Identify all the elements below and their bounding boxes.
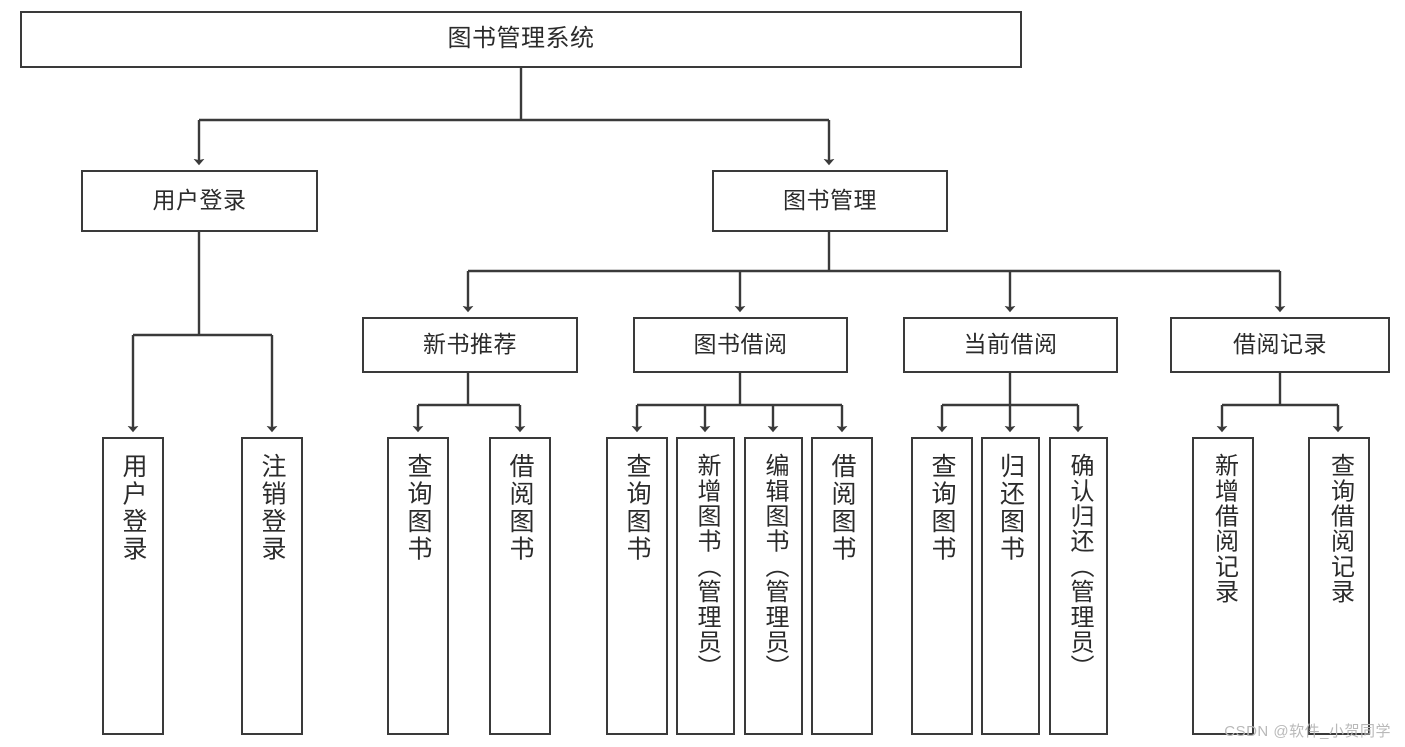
edges-book-mgmt-to-level3: [462, 232, 1286, 313]
node-label: 新书推荐: [423, 331, 517, 358]
node-label: 当前借阅: [963, 331, 1058, 358]
edges-current-borrow-to-leaves: [936, 373, 1084, 433]
node-label: 确认归还（管理员）: [1065, 453, 1093, 680]
leaf-add-borrowing-record[interactable]: 新增借阅记录: [1192, 437, 1254, 735]
leaf-borrow-books-recommendation[interactable]: 借阅图书: [489, 437, 551, 735]
node-label: 查询图书: [928, 453, 956, 563]
node-new-book-recommendation[interactable]: 新书推荐: [362, 317, 578, 373]
leaf-query-borrowing-record[interactable]: 查询借阅记录: [1308, 437, 1370, 735]
node-label: 图书管理系统: [447, 25, 595, 53]
node-label: 查询图书: [623, 453, 651, 563]
leaf-confirm-return-admin[interactable]: 确认归还（管理员）: [1049, 437, 1108, 735]
node-book-borrowing[interactable]: 图书借阅: [633, 317, 848, 373]
node-label: 借阅图书: [828, 453, 856, 563]
leaf-add-book-admin[interactable]: 新增图书（管理员）: [676, 437, 735, 735]
edges-borrow-record-to-leaves: [1216, 373, 1344, 433]
watermark-text: CSDN @软件_小贺同学: [1224, 723, 1391, 740]
node-borrowing-record[interactable]: 借阅记录: [1170, 317, 1390, 373]
edges-user-login-to-leaves: [127, 232, 278, 433]
node-label: 图书管理: [783, 187, 877, 214]
edges-book-borrow-to-leaves: [631, 373, 848, 433]
node-label: 新增图书（管理员）: [692, 453, 720, 680]
node-label: 借阅记录: [1233, 331, 1327, 358]
leaf-user-login[interactable]: 用户登录: [102, 437, 164, 735]
node-label: 查询借阅记录: [1326, 453, 1354, 605]
leaf-logout[interactable]: 注销登录: [241, 437, 303, 735]
node-label: 注销登录: [258, 453, 286, 563]
node-label: 用户登录: [119, 453, 147, 563]
node-label: 借阅图书: [506, 453, 534, 563]
node-book-management[interactable]: 图书管理: [712, 170, 948, 232]
node-label: 新增借阅记录: [1210, 453, 1238, 605]
node-label: 编辑图书（管理员）: [760, 453, 788, 680]
leaf-query-books-recommendation[interactable]: 查询图书: [387, 437, 449, 735]
node-label: 用户登录: [152, 187, 247, 214]
leaf-return-books[interactable]: 归还图书: [981, 437, 1040, 735]
leaf-query-books-borrowing[interactable]: 查询图书: [606, 437, 668, 735]
leaf-query-books-current[interactable]: 查询图书: [911, 437, 973, 735]
node-label: 查询图书: [404, 453, 432, 563]
node-label: 图书借阅: [693, 331, 788, 358]
node-user-login[interactable]: 用户登录: [81, 170, 318, 232]
leaf-edit-book-admin[interactable]: 编辑图书（管理员）: [744, 437, 803, 735]
node-current-borrowing[interactable]: 当前借阅: [903, 317, 1118, 373]
edges-root-to-level2: [193, 68, 835, 166]
leaf-borrow-books-borrowing[interactable]: 借阅图书: [811, 437, 873, 735]
node-label: 归还图书: [996, 453, 1025, 563]
node-root-book-management-system[interactable]: 图书管理系统: [20, 11, 1022, 68]
edges-new-book-rec-to-leaves: [412, 373, 526, 433]
